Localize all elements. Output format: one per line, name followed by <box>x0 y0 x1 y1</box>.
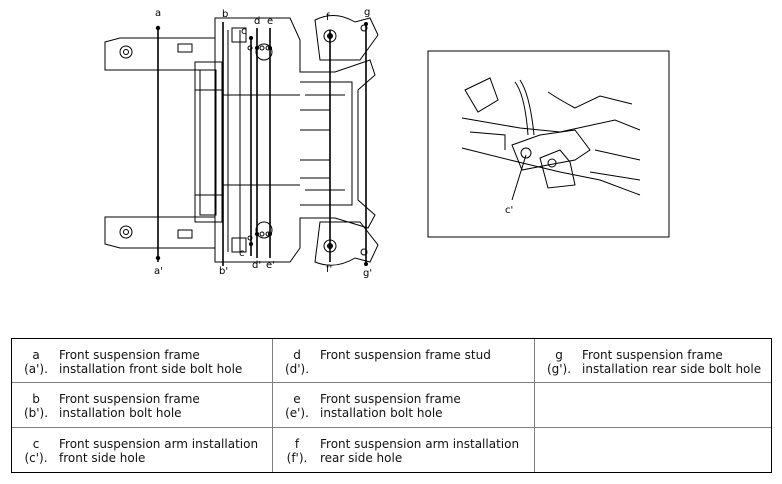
label-c: c <box>241 26 247 37</box>
label-b: b <box>222 9 228 20</box>
legend-mark-prime: (a'). <box>24 362 48 376</box>
legend-text: Front suspension frame stud <box>320 348 491 362</box>
label-d-prime: d' <box>252 260 261 271</box>
legend-text: Front suspension frame installation bolt… <box>59 392 200 421</box>
legend-mark: f <box>294 436 300 451</box>
legend-mark-prime: (e'). <box>285 406 309 421</box>
label-e-prime: e' <box>266 260 275 271</box>
detail-drawing <box>461 77 641 201</box>
legend-mark-prime: (d'). <box>284 362 310 376</box>
legend-cell-empty <box>535 383 771 428</box>
legend-cell: f(f'). Front suspension arm installation… <box>273 427 535 472</box>
legend-mark-prime: (c'). <box>24 450 48 465</box>
legend-cell-empty <box>535 428 771 472</box>
label-e: e <box>267 16 273 27</box>
legend-mark: e <box>293 392 301 407</box>
label-a: a <box>155 8 161 19</box>
legend-text: Front suspension arm installation rear s… <box>320 436 520 465</box>
legend-mark: c <box>32 436 40 451</box>
label-d: d <box>254 16 260 27</box>
legend-cell: e(e'). Front suspension frame installati… <box>273 383 535 428</box>
legend-cell: b(b'). Front suspension frame installati… <box>12 383 273 428</box>
legend-table: a(a'). Front suspension frame installati… <box>11 338 772 473</box>
legend-cell: a(a'). Front suspension frame installati… <box>12 339 273 384</box>
label-f: f <box>326 12 330 23</box>
legend-text: Front suspension frame installation bolt… <box>320 392 461 421</box>
legend-mark: g <box>555 348 563 362</box>
legend-mark-prime: (b'). <box>23 406 49 421</box>
legend-text: Front suspension frame installation fron… <box>59 348 243 376</box>
legend-cell: d(d'). Front suspension frame stud <box>273 339 535 384</box>
reference-lines <box>157 22 367 266</box>
detail-view-frame <box>427 50 670 238</box>
detail-label-c-prime: c' <box>505 205 513 216</box>
label-f-prime: f' <box>326 264 332 275</box>
legend-mark: a <box>32 348 40 362</box>
legend-cell: c(c'). Front suspension arm installation… <box>12 427 273 472</box>
legend-text: Front suspension arm installation front … <box>59 436 259 465</box>
legend-mark: b <box>32 392 40 407</box>
suspension-frame-diagram: a b c d e f g a' b' c' d' e' f' g' c' <box>104 7 670 279</box>
legend-cell: g(g'). Front suspension frame installati… <box>535 339 771 384</box>
legend-mark-prime: (f'). <box>286 450 308 465</box>
label-b-prime: b' <box>219 266 228 277</box>
legend-mark: d <box>293 348 301 362</box>
legend-mark-prime: (g'). <box>546 362 572 376</box>
label-c-prime: c' <box>239 248 247 259</box>
reference-dots <box>155 22 368 266</box>
frame-drawing <box>104 15 379 266</box>
label-a-prime: a' <box>154 266 163 277</box>
label-g-prime: g' <box>363 268 372 279</box>
legend-text: Front suspension frame installation rear… <box>582 348 762 376</box>
label-g: g <box>364 7 370 18</box>
